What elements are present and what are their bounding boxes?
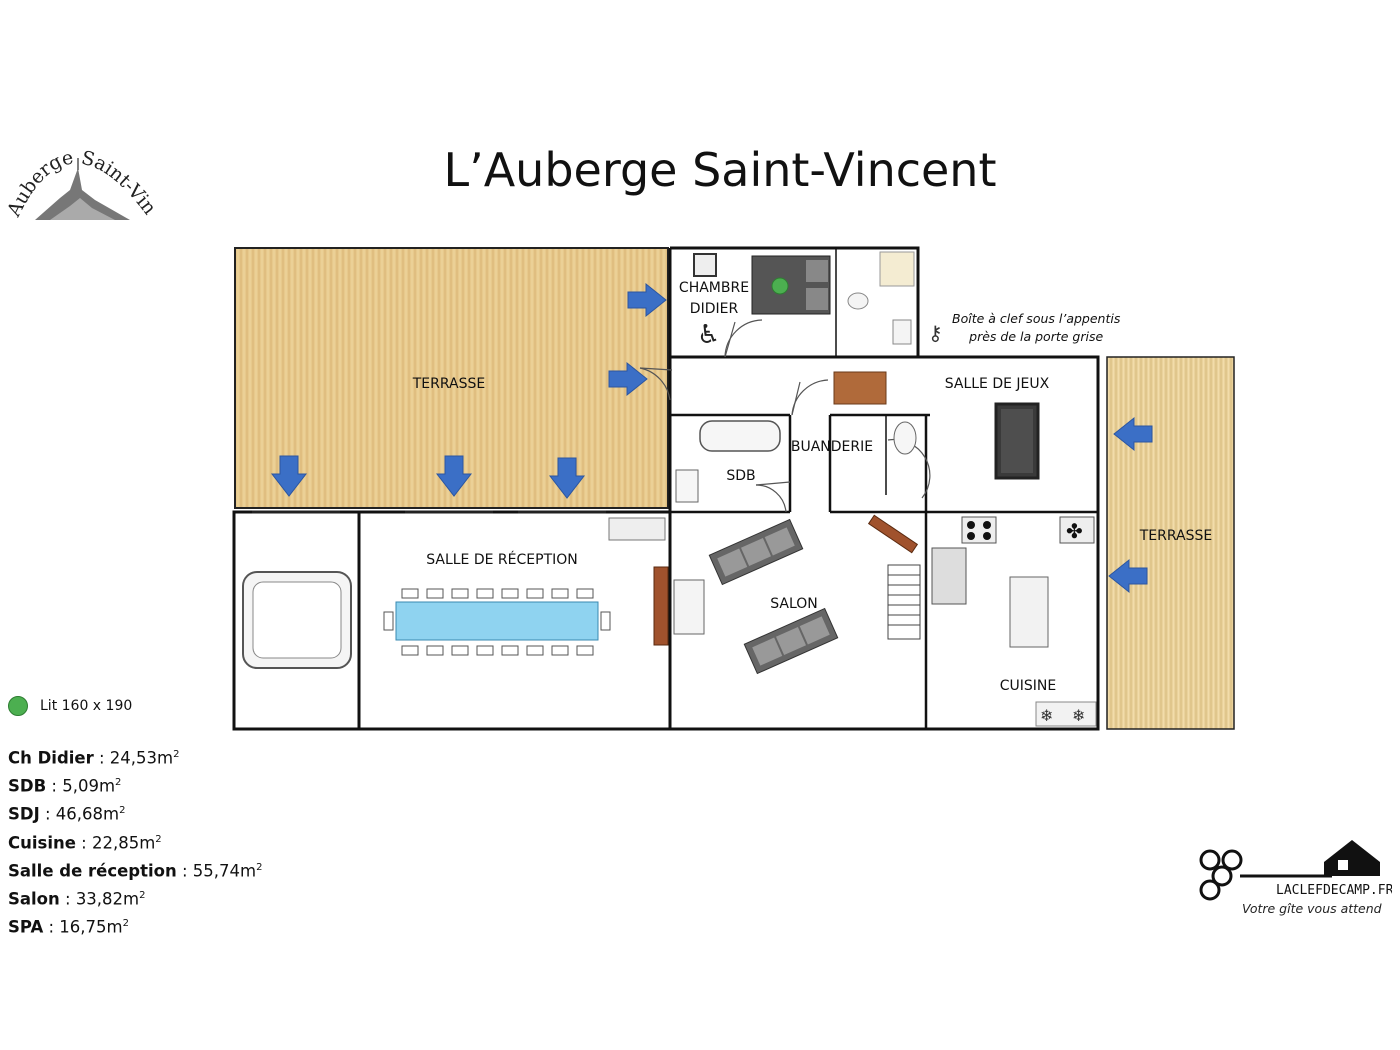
bed-marker-icon	[771, 277, 789, 295]
legend: Lit 160 x 190	[8, 696, 132, 716]
key-note: Boîte à clef sous l’appentis près de la …	[952, 310, 1120, 346]
page-title: L’Auberge Saint-Vincent	[443, 143, 997, 197]
kitchen-table-icon	[1009, 576, 1049, 648]
terrace-right	[1106, 356, 1235, 730]
svg-text:✤: ✤	[1066, 519, 1083, 543]
walls	[232, 246, 1100, 731]
sink-icon	[675, 469, 699, 503]
cooktop-icon	[961, 516, 997, 544]
area-item: SPA : 16,75m2	[8, 917, 129, 937]
brand-tagline: Votre gîte vous attend	[1242, 901, 1382, 916]
shower-icon	[879, 251, 915, 287]
room-label: TERRASSE	[1139, 528, 1212, 544]
area-item: Salon : 33,82m2	[8, 889, 146, 909]
sofa-icon	[743, 607, 839, 675]
toilet-icon	[847, 292, 869, 310]
auberge-logo: Auberge Saint-Vincent	[0, 128, 161, 221]
fireplace-icon	[673, 579, 705, 635]
area-item: SDB : 5,09m2	[8, 776, 122, 796]
dining-table-icon	[395, 601, 599, 641]
legend-label: Lit 160 x 190	[40, 698, 133, 714]
foosball-icon	[833, 371, 887, 405]
cabinet-icon	[653, 566, 669, 646]
room-label: DIDIER	[690, 301, 739, 317]
fan-icon	[1059, 516, 1095, 544]
area-item: Ch Didier : 24,53m2	[8, 748, 180, 768]
brand-name: LACLEFDECAMP.FR	[1276, 883, 1392, 898]
room-label: SALLE DE RÉCEPTION	[426, 551, 578, 568]
area-item: Cuisine : 22,85m2	[8, 833, 162, 853]
toilet-icon	[893, 421, 917, 455]
sink-icon	[931, 547, 967, 605]
svg-text:❄: ❄	[1072, 706, 1085, 725]
bed-marker-icon	[8, 696, 28, 716]
bathtub-icon	[699, 420, 781, 452]
stairs-icon	[887, 564, 921, 640]
room-label: BUANDERIE	[791, 439, 873, 455]
sink-icon	[892, 319, 912, 345]
room-label: SDB	[726, 468, 755, 484]
key-note-line: près de la porte grise	[969, 329, 1104, 344]
chair-icon	[693, 253, 717, 277]
area-item: SDJ : 46,68m2	[8, 804, 126, 824]
key-icon: ⚷	[928, 321, 943, 345]
room-label: SALON	[770, 596, 818, 612]
wheelchair-icon: ♿	[697, 320, 720, 350]
key-note-line: Boîte à clef sous l’appentis	[952, 311, 1121, 326]
fridge-icon	[1035, 701, 1097, 727]
area-item: Salle de réception : 55,74m2	[8, 861, 263, 881]
room-label: CUISINE	[1000, 678, 1057, 694]
room-label: CHAMBRE	[679, 280, 749, 296]
room-label: SALLE DE JEUX	[945, 376, 1050, 392]
room-label: TERRASSE	[412, 376, 485, 392]
area-list: Ch Didier : 24,53m2 SDB : 5,09m2 SDJ : 4…	[8, 743, 262, 940]
sofa-icon	[708, 518, 804, 586]
tv-unit-icon	[867, 514, 919, 554]
sink-icon	[608, 517, 666, 541]
brand-logo: LACLEFDECAMP.FR Votre gîte vous attend	[1199, 840, 1392, 916]
svg-text:❄: ❄	[1040, 706, 1053, 725]
